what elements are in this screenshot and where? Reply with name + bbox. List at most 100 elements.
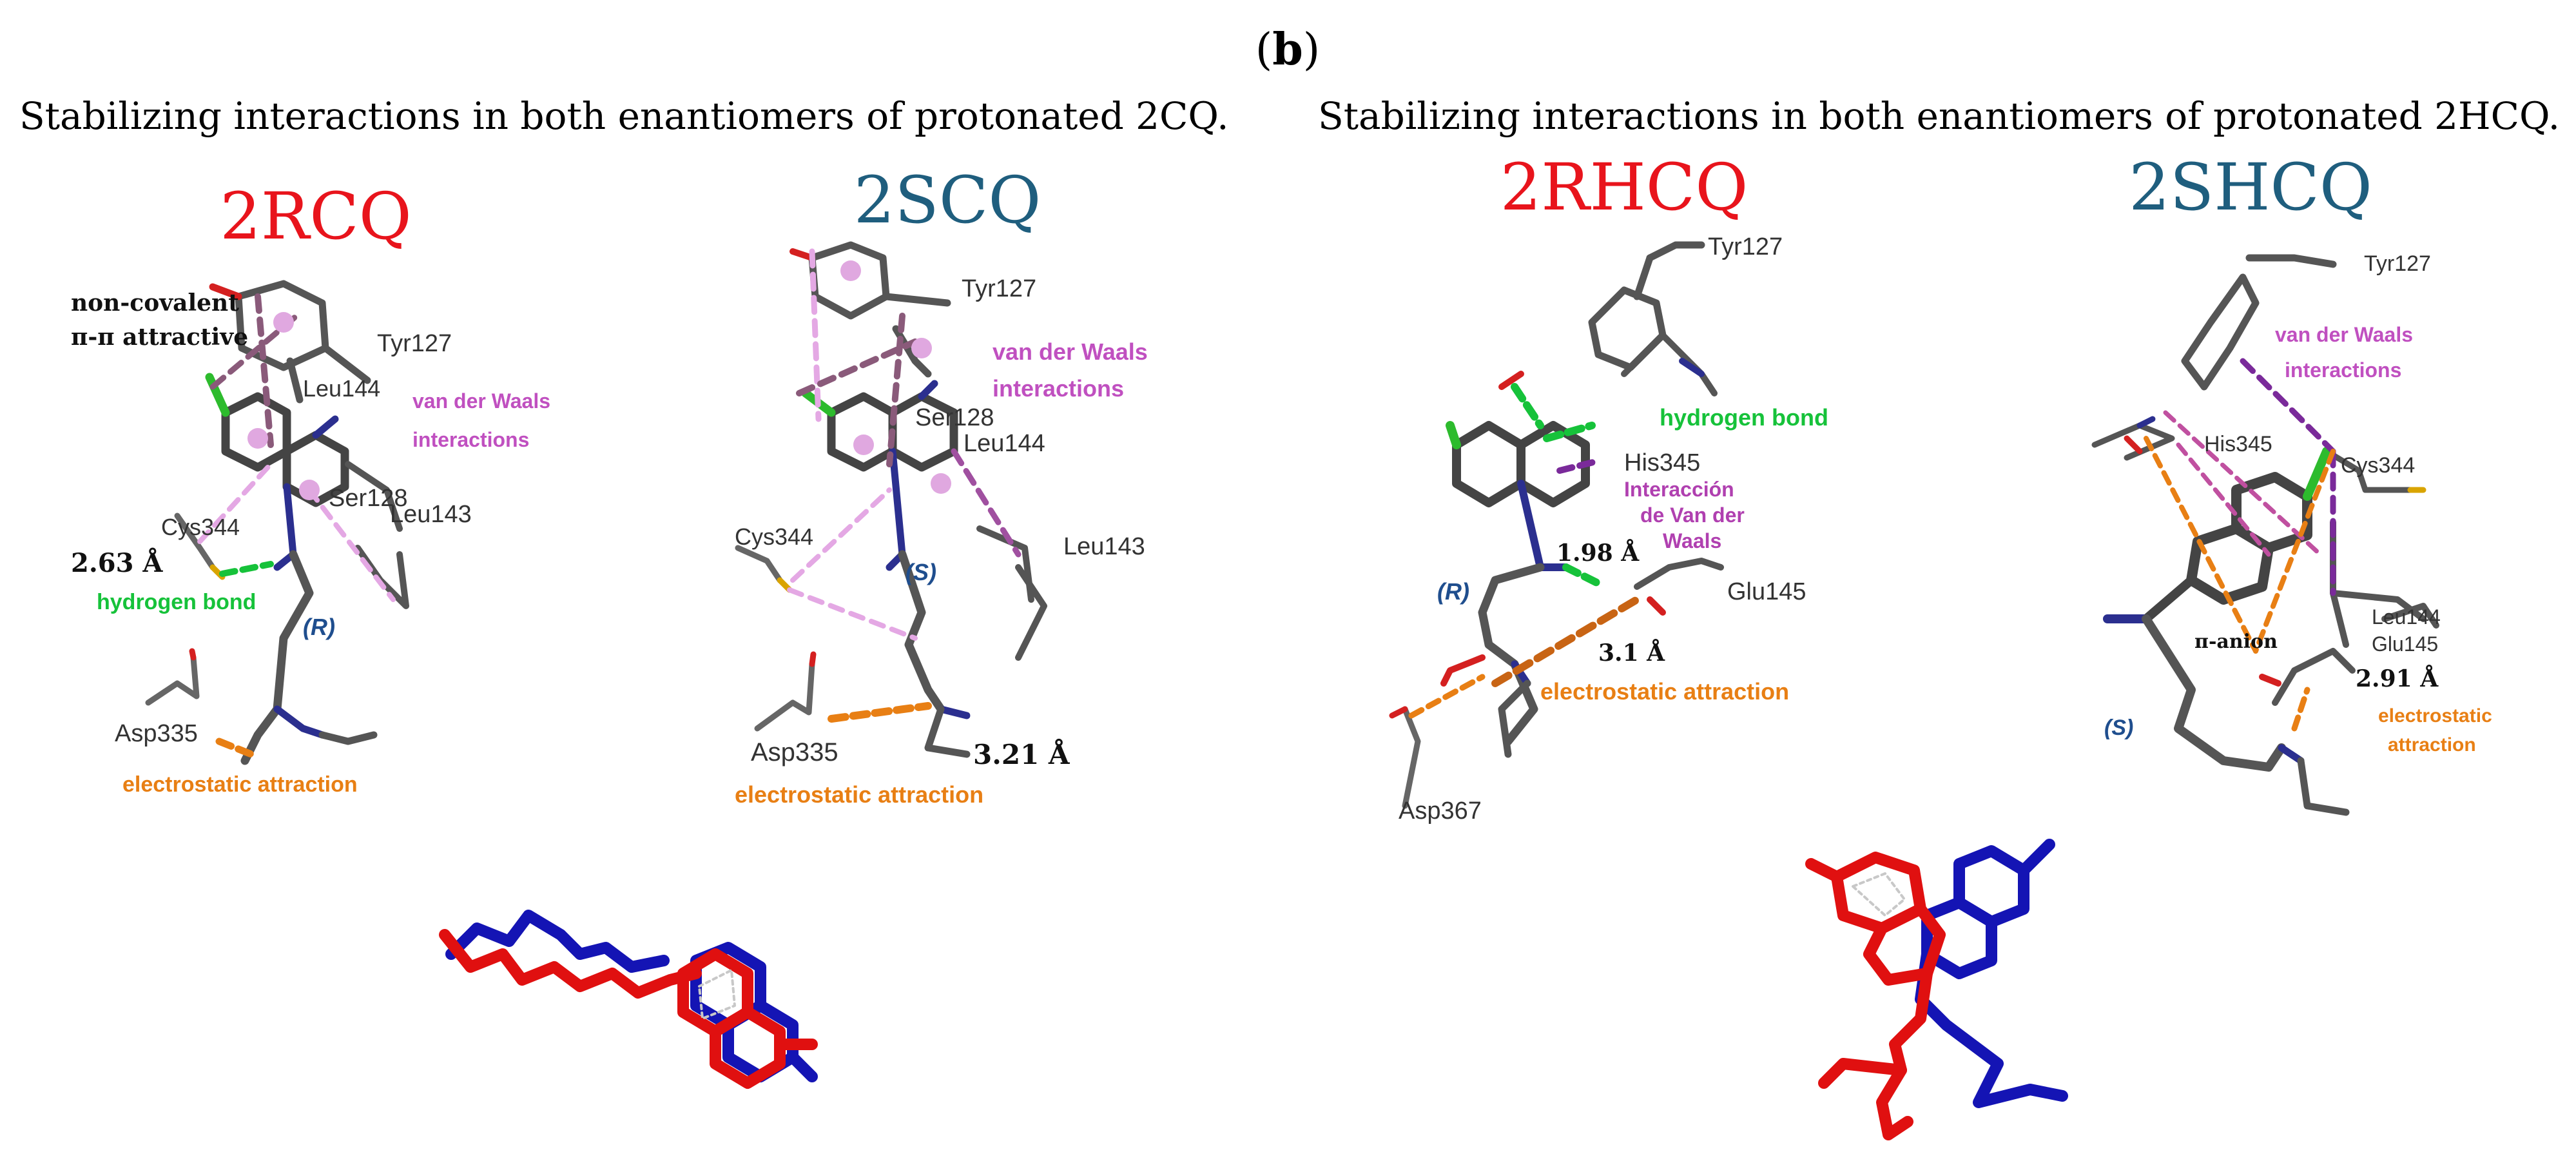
- label-glu145-2shcq: Glu145: [2372, 632, 2438, 656]
- glu145-chain: [1634, 558, 1724, 590]
- tertiary-amine: [2278, 744, 2305, 765]
- vdw-interaction-1: [2240, 358, 2336, 454]
- side-chain: [2142, 614, 2286, 772]
- leu144-tail: [2381, 603, 2439, 629]
- label-vdw-1: van der Waals: [993, 338, 1148, 365]
- ser128-chain: [345, 461, 403, 532]
- panel-label-letter: b: [1272, 24, 1303, 75]
- pi-centroid-2: [911, 338, 932, 358]
- leu144-branch: [2330, 590, 2426, 622]
- label-distance-1-2rhcq: 1.98 Å: [1556, 540, 1640, 567]
- asp335-oxygen: [809, 651, 817, 667]
- label-tyr127: Tyr127: [962, 275, 1036, 302]
- overlay-aromatic-dots: [1852, 872, 1906, 917]
- title-2rhcq: 2RHCQ: [1500, 150, 1748, 225]
- tyr127-ring: [2181, 273, 2260, 391]
- overlay-red-chain: [1818, 968, 1933, 1089]
- label-non-covalent-2: π-π attractive: [71, 324, 248, 351]
- label-tyr127: Tyr127: [1708, 233, 1783, 260]
- label-asp335-2rcq: Asp335: [115, 720, 198, 747]
- vdw-interaction-3: [886, 313, 905, 467]
- label-distance-2rcq: 2.63 Å: [71, 548, 163, 578]
- his345-chain: [1621, 332, 1718, 396]
- molecule-2rhcq: [1389, 241, 1724, 809]
- electrostatic-2rcq: [215, 737, 255, 758]
- right-heading: Stabilizing interactions in both enantio…: [1318, 94, 2560, 138]
- asp367-oxygen: [1389, 706, 1408, 719]
- pi-centroid-2: [247, 428, 268, 449]
- leu143-branch: [1015, 564, 1047, 661]
- cys344-chain: [735, 545, 783, 583]
- overlay-blue-chain: [1915, 948, 2068, 1108]
- molecule-2scq: [735, 241, 1047, 758]
- overlay-2hcq: [1805, 839, 2068, 1140]
- label-cys344: Cys344: [735, 523, 813, 550]
- vdw-interaction-2: [2176, 442, 2271, 557]
- label-leu143: Leu143: [390, 501, 472, 528]
- label-cys344-2shcq: Cys344: [2341, 453, 2415, 478]
- quinoline-ring-a: [1452, 421, 1525, 507]
- label-tyr127: Tyr127: [377, 330, 452, 357]
- overlay-blue-tail: [787, 1051, 818, 1082]
- label-electrostatic-2-2shcq: attraction: [2388, 734, 2476, 756]
- panel-label: (b): [1255, 24, 1321, 75]
- vdw-interaction-1: [809, 248, 822, 422]
- asp335-chain: [145, 654, 200, 706]
- vdw-interaction-2: [796, 338, 918, 396]
- vdw-interaction: [1556, 458, 1602, 474]
- label-electrostatic-2rhcq: electrostatic attraction: [1540, 678, 1789, 705]
- overlay-red-tail: [1805, 858, 1843, 883]
- tertiary-amine: [937, 705, 971, 719]
- tyr127-link: [1633, 254, 1654, 300]
- hydroxyl: [1440, 654, 1486, 687]
- cys344-chain: [2323, 448, 2414, 493]
- amine-link: [2142, 576, 2196, 623]
- panel-2shcq: 2SHCQ: [2091, 150, 2492, 816]
- label-electrostatic-2rcq: electrostatic attraction: [122, 772, 358, 797]
- title-2rcq: 2RCQ: [220, 179, 411, 254]
- overlay-aromatic-dots: [698, 969, 736, 1020]
- ring-nitrogen: [918, 380, 938, 400]
- pi-centroid-3: [853, 434, 874, 455]
- label-stereo-2shcq: (S): [2104, 716, 2133, 740]
- hydrogen-bond-glu: [1562, 563, 1602, 587]
- label-electrostatic-2scq: electrostatic attraction: [735, 781, 983, 808]
- cys344-chain: [174, 513, 216, 571]
- label-stereo-2rcq: (R): [303, 614, 335, 640]
- ethyl-group: [1498, 679, 1531, 758]
- electrostatic-2shcq: [2291, 687, 2310, 732]
- glu145-oxygen: [2259, 674, 2281, 687]
- tyr127-chain: [1646, 241, 1705, 262]
- pi-anion-interaction: [2144, 436, 2258, 654]
- vdw-interaction-2: [197, 462, 273, 544]
- tyr127-oh: [209, 283, 242, 300]
- label-electrostatic-1-2shcq: electrostatic: [2378, 705, 2492, 727]
- tyr127-chain: [2245, 254, 2337, 268]
- label-stereo-2rhcq: (R): [1437, 578, 1469, 605]
- label-ser128: Ser128: [329, 485, 408, 512]
- ethyl-group: [318, 731, 378, 745]
- label-distance-2-2rhcq: 3.1 Å: [1598, 639, 1665, 667]
- label-hbond-2rhcq: hydrogen bond: [1660, 404, 1828, 431]
- label-vdw-2: interactions: [993, 375, 1124, 402]
- ring-nitrogen: [312, 415, 339, 439]
- label-vdw-2-2shcq: interactions: [2285, 358, 2401, 382]
- label-stereo-2scq: (S): [905, 559, 936, 585]
- asp335-oxygen: [189, 648, 197, 661]
- label-vdw-3-2rhcq: Waals: [1663, 529, 1721, 552]
- title-2shcq: 2SHCQ: [2129, 150, 2372, 225]
- side-chain: [240, 550, 314, 765]
- pi-centroid-1: [273, 312, 294, 333]
- overlay-red-ring-b: [710, 1006, 786, 1089]
- vdw-interaction-6: [787, 587, 918, 641]
- overlay-blue-tail: [2018, 839, 2055, 876]
- side-chain: [1478, 563, 1545, 746]
- glu145-oxygen: [1647, 596, 1666, 616]
- label-leu144: Leu144: [303, 375, 380, 402]
- electrostatic-2rhcq-2: [1408, 674, 1486, 719]
- left-heading: Stabilizing interactions in both enantio…: [19, 94, 1229, 138]
- leu143-chain: [354, 545, 409, 609]
- amine-bond: [886, 447, 906, 571]
- pi-centroid-4: [931, 473, 951, 494]
